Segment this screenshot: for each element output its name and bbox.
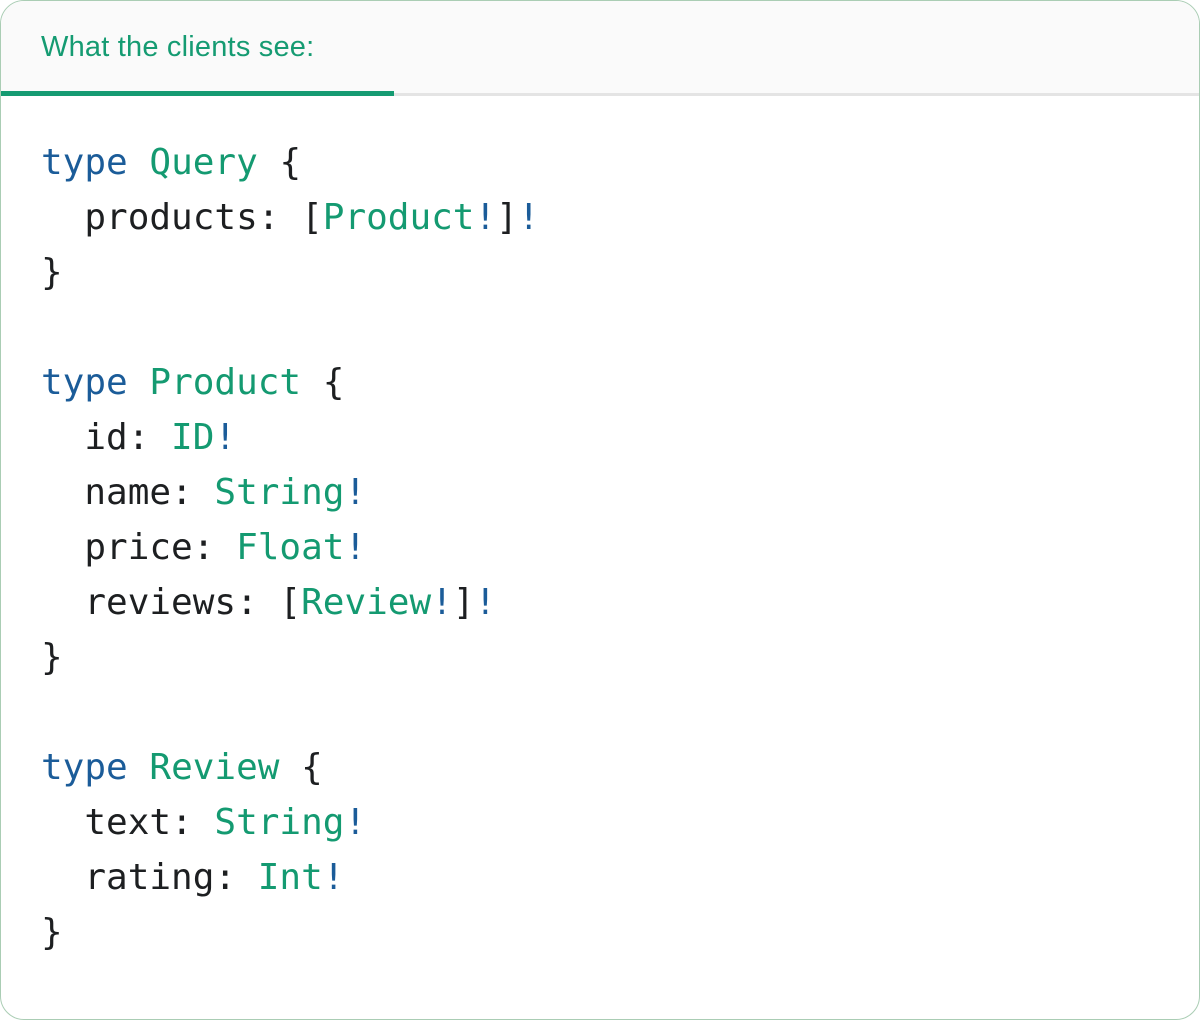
code-blank-line [41, 300, 1169, 355]
plain-token [128, 142, 150, 183]
plain-token: { [257, 142, 302, 183]
keyword-token: ! [474, 197, 497, 238]
plain-token: ] [452, 582, 475, 623]
code-line: rating: Int! [41, 850, 1169, 905]
type-name-token: Review [149, 747, 280, 788]
type-name-token: Int [257, 857, 323, 898]
type-name-token: String [214, 802, 345, 843]
code-line: products: [Product!]! [41, 190, 1169, 245]
code-line: type Product { [41, 355, 1169, 410]
plain-token: text: [41, 802, 215, 843]
tab-what-clients-see[interactable]: What the clients see: [41, 30, 315, 63]
code-line: text: String! [41, 795, 1169, 850]
keyword-token: type [41, 142, 128, 183]
plain-token: } [41, 252, 63, 293]
plain-token: } [41, 912, 63, 953]
keyword-token: ! [474, 582, 497, 623]
plain-token: ] [496, 197, 518, 238]
plain-token [128, 362, 150, 403]
type-name-token: ID [171, 417, 215, 458]
code-blank-line [41, 685, 1169, 740]
code-line: id: ID! [41, 410, 1169, 465]
plain-token: products: [ [41, 197, 323, 238]
plain-token: { [301, 362, 345, 403]
code-line: type Query { [41, 135, 1169, 190]
plain-token: } [41, 637, 63, 678]
keyword-token: type [41, 362, 128, 403]
code-line: name: String! [41, 465, 1169, 520]
code-line: type Review { [41, 740, 1169, 795]
type-name-token: String [214, 472, 345, 513]
code-line: } [41, 630, 1169, 685]
code-block: type Query { products: [Product!]!} type… [1, 96, 1199, 960]
type-name-token: Query [149, 142, 258, 183]
active-tab-indicator [1, 91, 394, 96]
type-name-token: Float [236, 527, 345, 568]
code-line: } [41, 905, 1169, 960]
plain-token: price: [41, 527, 237, 568]
plain-token: reviews: [ [41, 582, 302, 623]
plain-token [128, 747, 150, 788]
code-line: reviews: [Review!]! [41, 575, 1169, 630]
keyword-token: ! [517, 197, 540, 238]
keyword-token: ! [431, 582, 453, 623]
code-line: } [41, 245, 1169, 300]
plain-token: rating: [41, 857, 258, 898]
plain-token: id: [41, 417, 172, 458]
keyword-token: ! [344, 472, 367, 513]
plain-token: name: [41, 472, 215, 513]
keyword-token: ! [214, 417, 237, 458]
keyword-token: ! [344, 802, 367, 843]
tab-bar: What the clients see: [1, 1, 1199, 96]
type-name-token: Product [149, 362, 302, 403]
type-name-token: Review [301, 582, 432, 623]
keyword-token: type [41, 747, 128, 788]
plain-token: { [279, 747, 323, 788]
keyword-token: ! [344, 527, 367, 568]
keyword-token: ! [322, 857, 345, 898]
code-line: price: Float! [41, 520, 1169, 575]
type-name-token: Product [322, 197, 475, 238]
